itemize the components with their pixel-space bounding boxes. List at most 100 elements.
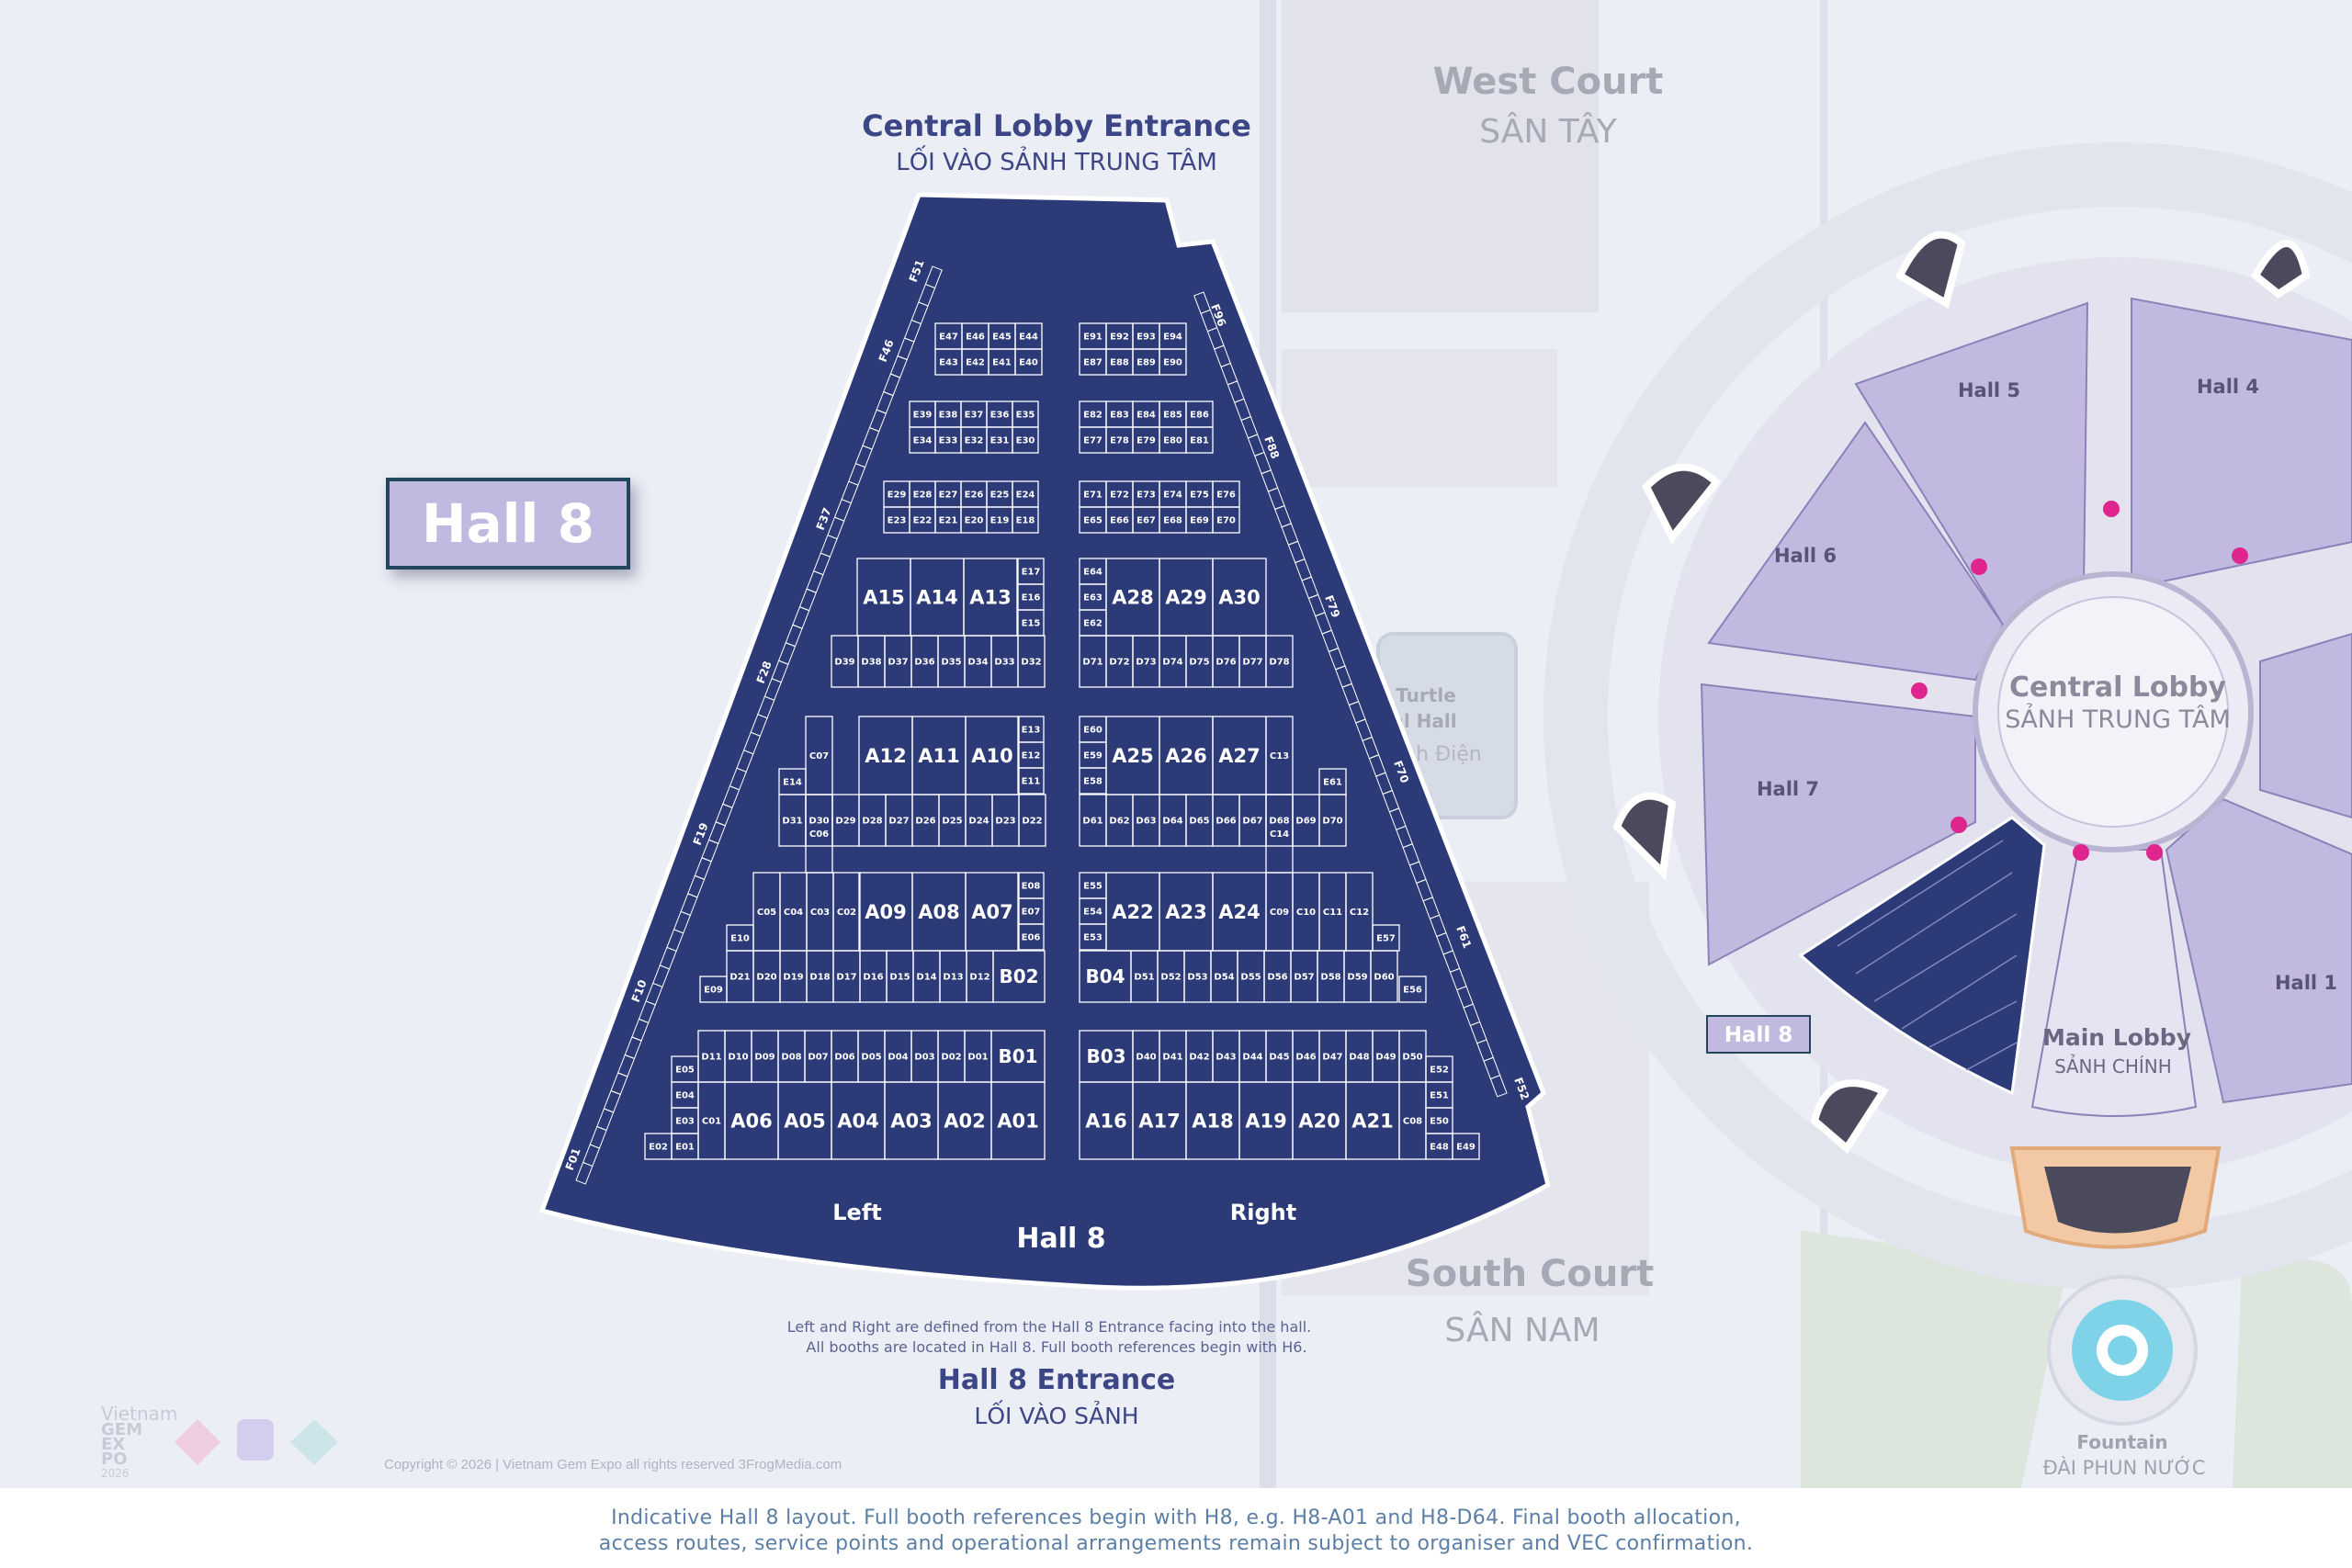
hall8-shape xyxy=(538,192,1551,1291)
booth-label: E65 xyxy=(1083,516,1102,526)
central-lobby-title: Central Lobby xyxy=(2009,671,2227,704)
copyright: Copyright © 2026 | Vietnam Gem Expo all … xyxy=(384,1457,842,1472)
expo-logo: Vietnam GEM EX PO 2026 xyxy=(101,1403,338,1480)
f-booth[interactable] xyxy=(924,265,943,289)
booth-label: D73 xyxy=(1136,658,1156,668)
booth-label: E37 xyxy=(965,411,984,421)
overview-hall8-badge-text: Hall 8 xyxy=(1724,1023,1793,1047)
booth-label: D58 xyxy=(1320,973,1340,983)
booth-label: D41 xyxy=(1162,1053,1182,1063)
hall-6-shape[interactable] xyxy=(1707,421,2005,682)
booth-label: E50 xyxy=(1430,1117,1449,1127)
booth-label: E67 xyxy=(1136,516,1156,526)
booth-label: E01 xyxy=(675,1143,695,1153)
booth-label: D18 xyxy=(809,973,830,983)
booth-label: D65 xyxy=(1189,817,1209,827)
hall8-name: Hall 8 xyxy=(1016,1223,1105,1255)
booth-label: A09 xyxy=(865,901,906,923)
booth-E02[interactable] xyxy=(644,1133,673,1160)
booth-D70[interactable] xyxy=(1318,794,1347,847)
booth-label: D10 xyxy=(728,1053,748,1063)
f-booth[interactable] xyxy=(1489,1074,1508,1098)
booth-E90[interactable] xyxy=(1159,348,1187,376)
booth-E49[interactable] xyxy=(1452,1133,1480,1160)
hall-8-mini[interactable] xyxy=(1798,816,2046,1096)
booth-D32[interactable] xyxy=(1017,635,1046,688)
hall-4-shape[interactable] xyxy=(2131,297,2352,590)
booth-label: E14 xyxy=(783,778,802,788)
booth-label: E04 xyxy=(675,1091,695,1101)
booth-label: D40 xyxy=(1136,1053,1156,1063)
booth-label: E03 xyxy=(675,1117,695,1127)
booth-label: D59 xyxy=(1347,973,1367,983)
booth-label: A16 xyxy=(1085,1111,1126,1133)
booth-E81[interactable] xyxy=(1185,426,1214,454)
fountain-subtitle: ĐÀI PHUN NƯỚC xyxy=(2043,1456,2206,1479)
hall-7-shape[interactable] xyxy=(1700,682,1976,966)
svg-text:EX: EX xyxy=(101,1435,125,1454)
booth-label: E10 xyxy=(730,934,750,944)
booth-label: D23 xyxy=(995,817,1015,827)
booth-D22[interactable] xyxy=(1018,794,1046,847)
booth-label: D09 xyxy=(754,1053,775,1063)
booth-label: E93 xyxy=(1136,333,1156,343)
central-lobby-subtitle: SẢNH TRUNG TÂM xyxy=(2005,703,2231,734)
south-court-title: South Court xyxy=(1406,1253,1654,1295)
booth-label: E29 xyxy=(888,491,907,501)
booth-label: E71 xyxy=(1083,491,1102,501)
booth-label: E57 xyxy=(1376,934,1396,944)
booth-label: D16 xyxy=(863,973,883,983)
booth-label: E24 xyxy=(1016,491,1035,501)
booth-E30[interactable] xyxy=(1012,426,1039,454)
booth-label: B04 xyxy=(1085,965,1125,987)
booth-label: D74 xyxy=(1162,658,1182,668)
turtle-hall-title: Turtle xyxy=(1396,684,1456,706)
main-lobby-shape[interactable] xyxy=(2030,849,2198,1117)
booth-label: D70 xyxy=(1322,817,1342,827)
overview-hall8-badge[interactable] xyxy=(1706,1015,1811,1054)
booth-label: A30 xyxy=(1218,587,1260,609)
booth-label: D77 xyxy=(1242,658,1262,668)
booth-E70[interactable] xyxy=(1212,506,1240,534)
booth-label: C05 xyxy=(757,908,776,918)
booth-label: C12 xyxy=(1350,908,1369,918)
booth-E06[interactable] xyxy=(1017,923,1045,951)
booth-label: E05 xyxy=(675,1066,695,1076)
booth-label: E68 xyxy=(1163,516,1182,526)
booth-B02[interactable] xyxy=(992,950,1046,1003)
booth-label: E36 xyxy=(990,411,1010,421)
booth-E11[interactable] xyxy=(1017,767,1045,795)
booth-E56[interactable] xyxy=(1398,976,1427,1003)
booth-label: C14 xyxy=(1270,829,1289,840)
booth-label: E83 xyxy=(1110,411,1129,421)
booth-label: D04 xyxy=(888,1053,908,1063)
note-line-2: All booths are located in Hall 8. Full b… xyxy=(806,1338,1306,1356)
booth-label: E62 xyxy=(1083,619,1102,629)
booth-label: D43 xyxy=(1216,1053,1236,1063)
booth-D60[interactable] xyxy=(1370,950,1398,1003)
booth-label: A12 xyxy=(865,745,906,767)
booth-D78[interactable] xyxy=(1265,635,1294,688)
hall8-badge: Hall 8 xyxy=(386,478,630,570)
booth-label: A24 xyxy=(1218,901,1260,923)
hall-2-3-shape[interactable] xyxy=(2259,632,2352,819)
booth-A01[interactable] xyxy=(990,1081,1046,1160)
booth-label: E12 xyxy=(1022,751,1041,761)
right-side-label: Right xyxy=(1230,1200,1296,1225)
booth-E40[interactable] xyxy=(1014,348,1043,376)
booth-label: D12 xyxy=(969,973,989,983)
booth-label: D34 xyxy=(967,658,988,668)
booth-label: D24 xyxy=(968,817,989,827)
west-court-subtitle: SÂN TÂY xyxy=(1479,112,1618,151)
booth-label: E06 xyxy=(1022,933,1041,943)
booth-E18[interactable] xyxy=(1012,506,1039,534)
purple-gem-icon xyxy=(237,1419,274,1461)
booth-label: E39 xyxy=(913,411,933,421)
booth-label: D29 xyxy=(835,817,855,827)
booth-label: E41 xyxy=(992,358,1012,368)
booth-label: D08 xyxy=(781,1053,801,1063)
map-stage: West Court SÂN TÂY South Court SÂN NAM T… xyxy=(101,0,2352,1488)
booth-label: D39 xyxy=(834,658,854,668)
booth-label: E77 xyxy=(1083,436,1102,446)
